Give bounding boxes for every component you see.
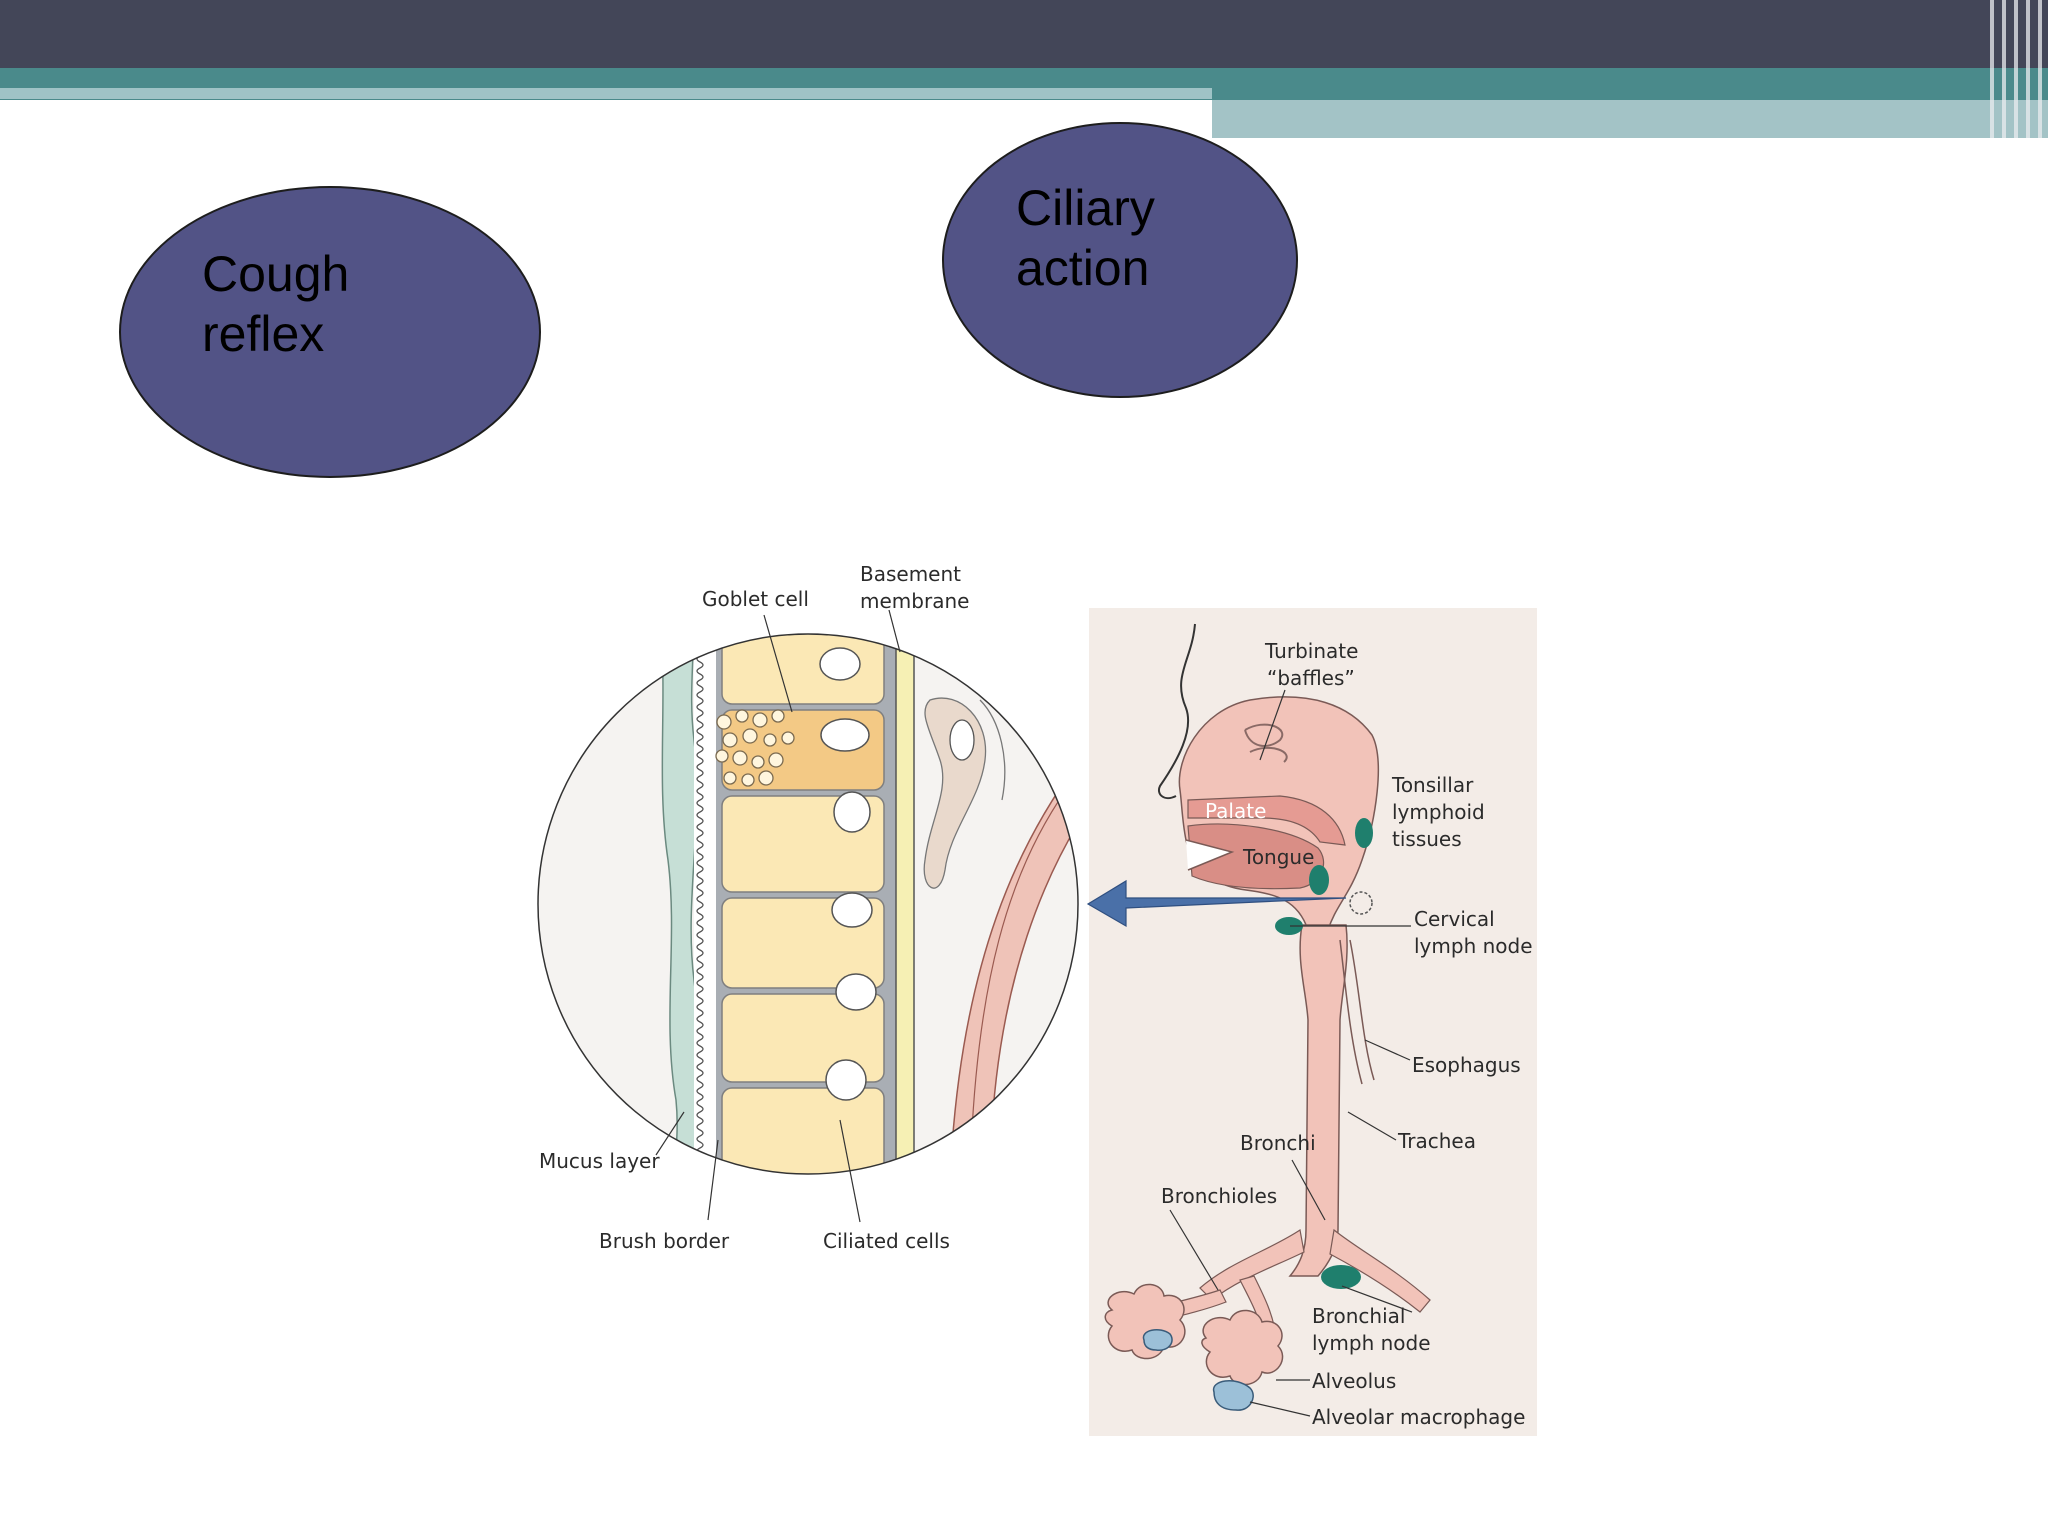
header-stripe: [2026, 0, 2030, 138]
header-stripe: [2038, 0, 2042, 138]
header-stripe: [1990, 0, 1994, 138]
alveolar-macrophage: [1142, 1328, 1173, 1351]
cell-nucleus: [831, 892, 873, 928]
header-accent-light: [0, 88, 1212, 99]
label-turbinate-2: “baffles”: [1267, 666, 1355, 690]
cell-nucleus: [825, 1059, 867, 1101]
label-mucus-layer: Mucus layer: [539, 1149, 660, 1173]
cough-reflex-line1: Cough: [202, 246, 350, 302]
blood-vessel: [949, 758, 1078, 1174]
label-bronchi: Bronchi: [1240, 1131, 1316, 1155]
turbinate-baffles: [1249, 746, 1288, 763]
label-alveolar-macrophage: Alveolar macrophage: [1312, 1405, 1525, 1429]
cell-nucleus: [949, 719, 975, 761]
cell-nucleus: [819, 647, 861, 681]
epithelium-magnified-view: [537, 609, 1079, 1223]
label-tongue: Tongue: [1242, 845, 1314, 869]
blood-vessel-wall: [969, 789, 1067, 1174]
ciliary-action-line2: action: [1016, 240, 1150, 296]
cough-reflex-oval: [119, 186, 541, 478]
face-profile-outline: [1158, 623, 1196, 800]
label-palate: Palate: [1205, 799, 1266, 823]
label-esophagus: Esophagus: [1412, 1053, 1521, 1077]
tissue-fiber: [979, 699, 1006, 801]
header-stripe: [2002, 0, 2006, 138]
label-goblet-cell: Goblet cell: [702, 587, 809, 611]
label-cervical-1: Cervical: [1414, 907, 1495, 931]
bronchial-lymph-node: [1321, 1265, 1361, 1289]
esophagus: [1339, 939, 1363, 1085]
cilia: [696, 649, 704, 1174]
tonsillar-lymphoid-tissue: [1355, 818, 1373, 848]
magnified-circle-outline: [537, 633, 1079, 1175]
header-accent-right: [1212, 100, 2048, 138]
basement-membrane: [895, 634, 915, 1174]
mucus-vesicles: [715, 709, 795, 787]
ciliary-action-label: Ciliary action: [1016, 178, 1155, 298]
label-bronchial-1: Bronchial: [1312, 1304, 1405, 1328]
esophagus: [1349, 939, 1375, 1081]
airway-leader-lines: [1169, 689, 1413, 1417]
header-bar: [0, 0, 2048, 68]
cervical-lymph-node: [1275, 917, 1303, 935]
diagram-labels: Goblet cell Basement membrane Mucus laye…: [539, 562, 1533, 1429]
label-basement-membrane-1: Basement: [860, 562, 961, 586]
magnified-region-marker: [1349, 891, 1373, 915]
label-tonsillar-3: tissues: [1392, 827, 1462, 851]
mouth-opening: [1185, 839, 1235, 871]
label-cervical-2: lymph node: [1414, 934, 1533, 958]
magnification-arrow: [1086, 879, 1347, 928]
ciliated-cell: [721, 1087, 885, 1174]
cell-nucleus: [820, 718, 870, 752]
cell-nucleus: [835, 973, 877, 1011]
label-bronchioles: Bronchioles: [1161, 1184, 1277, 1208]
cough-reflex-line2: reflex: [202, 306, 325, 362]
alveolus-cluster: [1104, 1283, 1186, 1360]
cough-reflex-label: Cough reflex: [202, 244, 349, 364]
palate: [1187, 795, 1346, 846]
bronchi: [1329, 1228, 1431, 1313]
label-trachea: Trachea: [1397, 1129, 1476, 1153]
label-alveolus: Alveolus: [1312, 1369, 1396, 1393]
alveolar-macrophage: [1213, 1380, 1254, 1411]
alveolus-cluster: [1201, 1309, 1284, 1386]
label-ciliated-cells: Ciliated cells: [823, 1229, 950, 1253]
ciliary-action-line1: Ciliary: [1016, 180, 1155, 236]
label-tonsillar-2: lymphoid: [1392, 800, 1485, 824]
cell-nucleus: [833, 791, 871, 833]
label-turbinate-1: Turbinate: [1264, 639, 1358, 663]
ciliary-action-oval: [942, 122, 1298, 398]
epithelium-leader-lines: [655, 609, 901, 1223]
trachea: [1288, 924, 1348, 1277]
airway-illustration: [1089, 608, 1537, 1436]
tonsillar-lymphoid-tissue: [1309, 865, 1329, 895]
label-basement-membrane-2: membrane: [860, 589, 969, 613]
label-tonsillar-1: Tonsillar: [1391, 773, 1474, 797]
label-brush-border: Brush border: [599, 1229, 730, 1253]
label-bronchial-2: lymph node: [1312, 1331, 1431, 1355]
turbinate-baffles: [1244, 723, 1284, 747]
header-stripe: [2014, 0, 2018, 138]
